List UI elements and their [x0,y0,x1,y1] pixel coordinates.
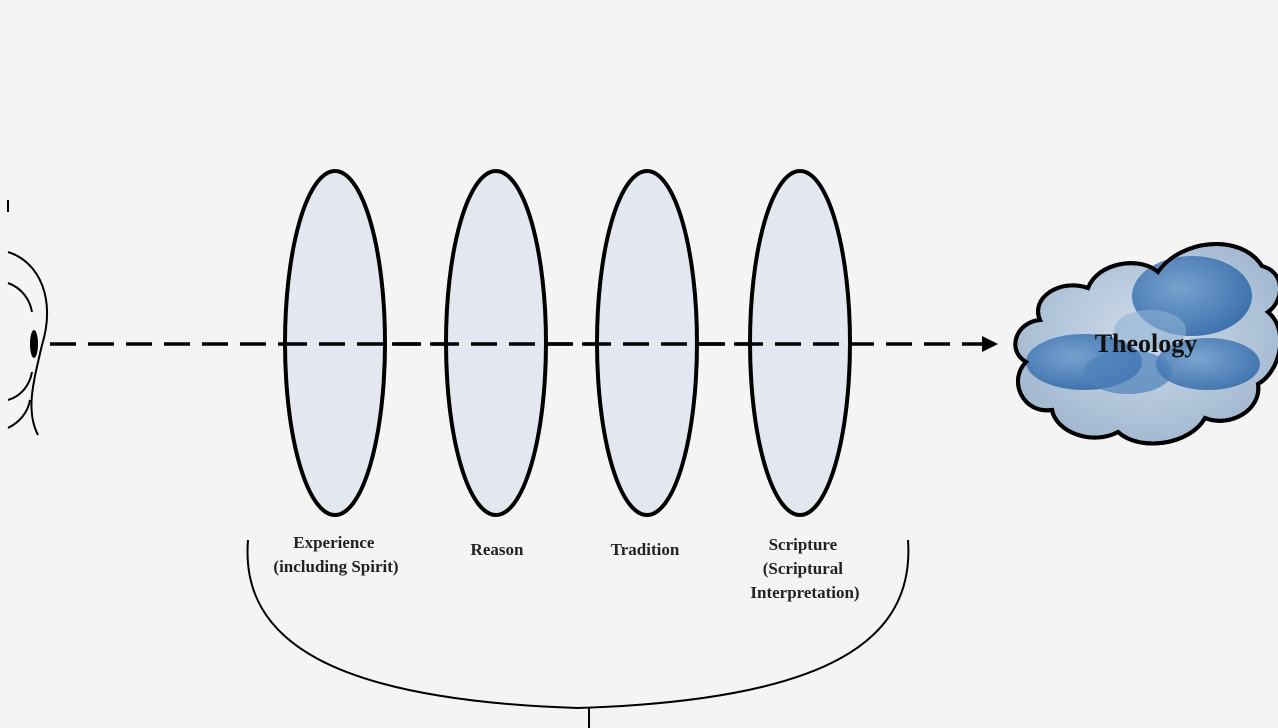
lens-label-experience: Experience (including Spirit) [273,533,398,576]
lens-label-line: Experience [293,533,375,552]
lens-label-tradition: Tradition [611,540,680,559]
lens-label-line: (including Spirit) [273,557,398,576]
lens-label-scripture: Scripture (Scriptural Interpretation) [750,535,859,602]
lens-label-line: Scripture [769,535,838,554]
lens-label-line: Tradition [611,540,680,559]
grouping-bracket [246,539,910,710]
target-label: Theology [1095,329,1198,358]
eye-icon [7,251,49,436]
lens-label-reason: Reason [471,540,524,559]
lens-label-line: Reason [471,540,524,559]
lens-label-line: (Scriptural [763,559,844,578]
lens-label-line: Interpretation) [750,583,859,602]
arrow-right-icon [982,336,998,352]
cloud-icon [1013,242,1278,446]
